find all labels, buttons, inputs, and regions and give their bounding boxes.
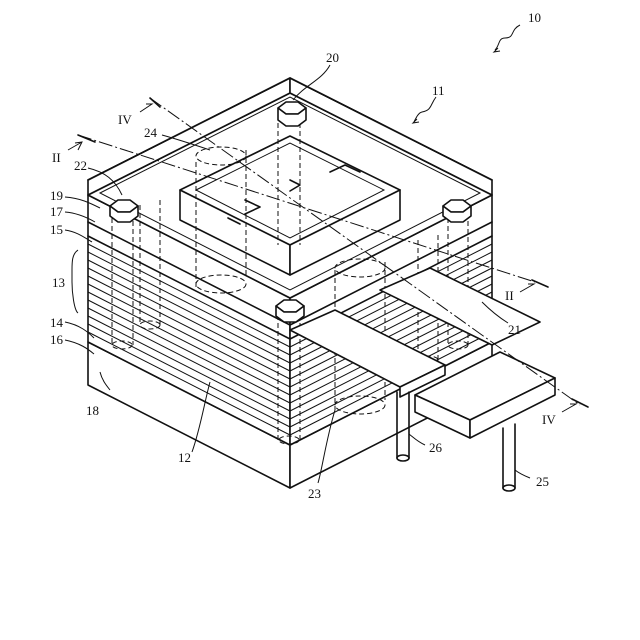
bolt-top [278, 102, 306, 126]
section-mark-iv-left: IV [118, 112, 132, 127]
section-mark-ii-right: II [505, 288, 514, 303]
bolt-right [443, 200, 471, 222]
section-mark-iv-right: IV [542, 412, 556, 427]
label-26: 26 [429, 440, 443, 455]
label-17: 17 [50, 204, 64, 219]
label-24: 24 [144, 125, 158, 140]
bolt-front [276, 300, 304, 322]
label-18: 18 [86, 403, 99, 418]
label-14: 14 [50, 315, 64, 330]
label-25: 25 [536, 474, 549, 489]
label-21: 21 [508, 322, 521, 337]
section-mark-ii-left: II [52, 150, 61, 165]
label-20: 20 [326, 50, 339, 65]
label-19: 19 [50, 188, 63, 203]
label-11: 11 [432, 83, 445, 98]
label-23: 23 [308, 486, 321, 501]
bolt-left [110, 200, 138, 222]
label-10: 10 [528, 10, 541, 25]
label-15: 15 [50, 222, 63, 237]
label-22: 22 [74, 158, 87, 173]
label-13: 13 [52, 275, 65, 290]
label-12: 12 [178, 450, 191, 465]
label-16: 16 [50, 332, 64, 347]
